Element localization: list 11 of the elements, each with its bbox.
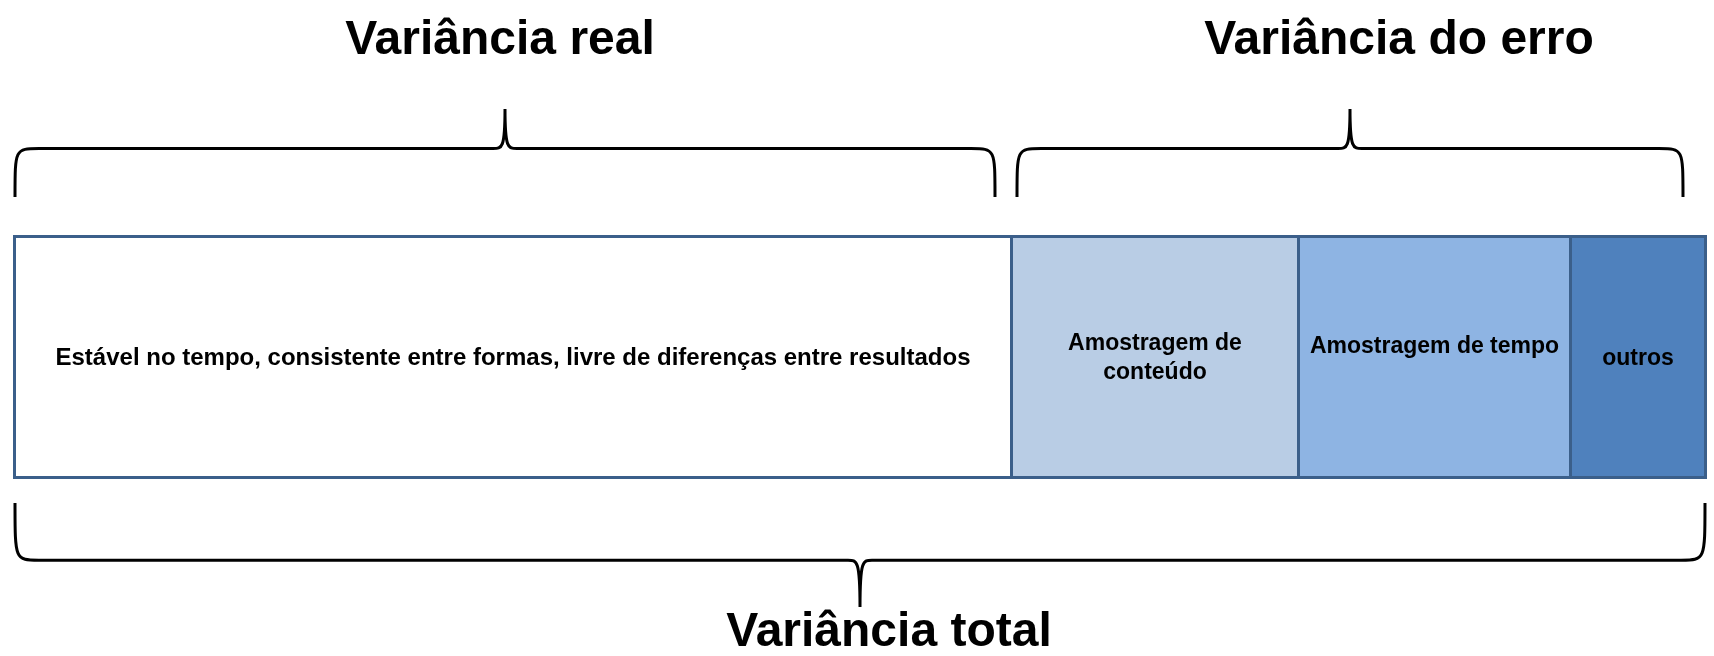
bar-segment — [1569, 235, 1707, 479]
segment-text: Amostragem de conteúdo — [1067, 328, 1243, 386]
bar-segment — [13, 235, 1013, 479]
bar-segment — [1297, 235, 1572, 479]
segment-text: outros — [1601, 342, 1675, 372]
heading: Variância do erro — [1204, 14, 1594, 62]
heading: Variância total — [726, 606, 1052, 654]
segment-text: Amostragem de tempo — [1308, 330, 1561, 360]
heading: Variância real — [345, 14, 655, 62]
bar-segment — [1010, 235, 1300, 479]
segment-text: Estável no tempo, consistente entre formas, livre de diferenças entre resultados — [54, 342, 972, 372]
